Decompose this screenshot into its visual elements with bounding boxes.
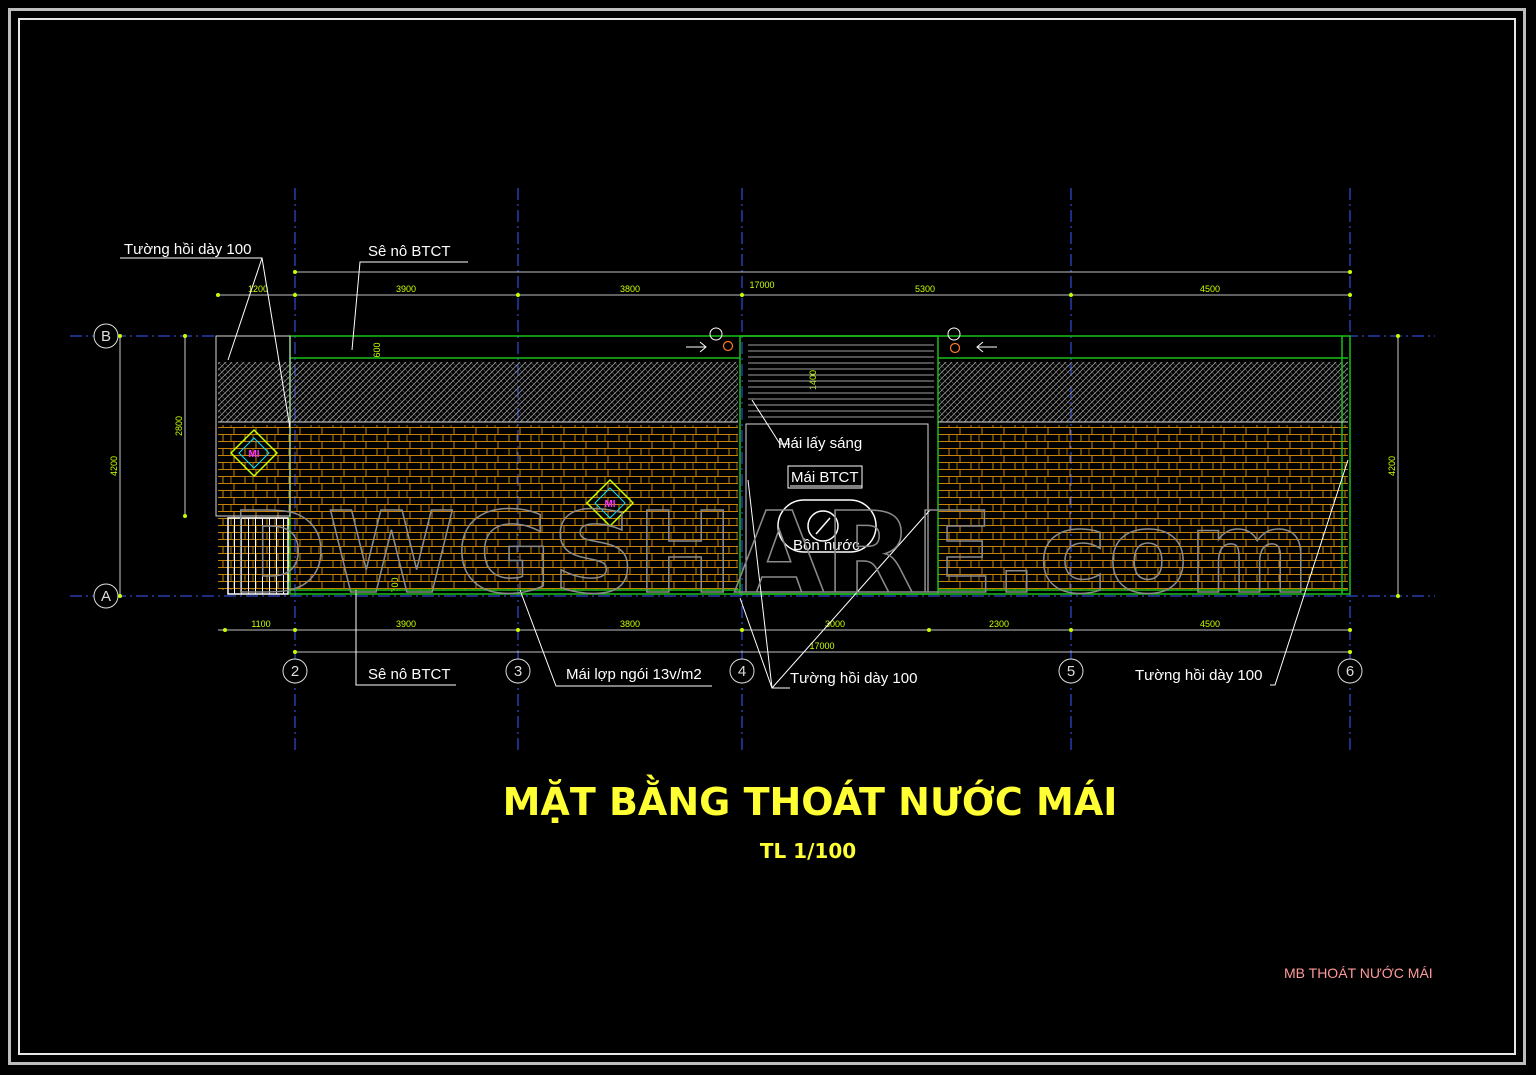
axis-bubble-b: B <box>93 323 119 349</box>
drain-marker-label: MI <box>248 449 259 460</box>
axis-label-b: B <box>101 328 111 345</box>
stair <box>227 517 289 595</box>
dim-gutter-top: 600 <box>372 342 382 357</box>
dimension-ticks <box>118 270 1400 654</box>
drawing-frame-inner <box>18 18 1516 1055</box>
axis-label-5: 5 <box>1067 663 1075 680</box>
dim-left-outer: 4200 <box>109 456 119 476</box>
dim-right: 4200 <box>1387 456 1397 476</box>
dim-top-total: 17000 <box>749 280 774 290</box>
downpipe-left <box>686 327 734 353</box>
label-gutter-bottom: Sê nô BTCT <box>368 666 451 683</box>
axis-label-a: A <box>101 588 111 605</box>
dim-top-2: 3900 <box>396 284 416 294</box>
dim-left-inner: 2800 <box>174 416 184 436</box>
drain-marker-left: MI <box>229 428 279 478</box>
label-gable-wall-top-left: Tường hồi dày 100 <box>124 241 251 258</box>
axis-bubble-5: 5 <box>1058 658 1084 684</box>
label-gutter-top: Sê nô BTCT <box>368 243 451 260</box>
axis-bubble-a: A <box>93 583 119 609</box>
drawing-frame-outer <box>8 8 1526 1065</box>
roof-right <box>938 362 1348 590</box>
drawing-scale: TL 1/100 <box>760 839 856 863</box>
axis-bubble-2: 2 <box>282 658 308 684</box>
water-tank <box>777 499 877 553</box>
sheet-name: MB THOÁT NƯỚC MÁI <box>1284 965 1433 981</box>
axis-label-6: 6 <box>1346 663 1354 680</box>
downpipe-right <box>947 327 997 354</box>
dim-top-4: 5300 <box>915 284 935 294</box>
dim-bottom-3: 3800 <box>620 619 640 629</box>
dim-bottom-1: 1100 <box>251 619 270 629</box>
dim-top-5: 4500 <box>1200 284 1220 294</box>
dim-top-3: 3800 <box>620 284 640 294</box>
skylight-roof <box>748 342 934 420</box>
label-water-tank: Bồn nước <box>793 537 860 554</box>
dim-bottom-2: 3900 <box>396 619 416 629</box>
axis-label-4: 4 <box>738 663 746 680</box>
axis-bubble-6: 6 <box>1337 658 1363 684</box>
dimension-lines <box>119 271 1399 653</box>
axis-bubble-4: 4 <box>729 658 755 684</box>
roof-outlines <box>289 335 1351 595</box>
dim-bottom-total: 17000 <box>809 641 834 651</box>
axis-bubble-3: 3 <box>505 658 531 684</box>
drawing-title: MẶT BẰNG THOÁT NƯỚC MÁI <box>503 775 1118 824</box>
label-gable-wall-mid: Tường hồi dày 100 <box>790 670 917 687</box>
dim-bottom-4: 3000 <box>825 619 845 629</box>
label-tile-roof: Mái lợp ngói 13v/m2 <box>566 666 702 683</box>
dim-top-1: 1200 <box>248 284 268 294</box>
dim-bottom-6: 4500 <box>1200 619 1220 629</box>
dim-bottom-5: 2300 <box>989 619 1009 629</box>
concrete-roof-tag <box>787 465 863 489</box>
watermark: DWGSHARE.com <box>230 489 1310 619</box>
drain-marker-label: MI <box>604 499 615 510</box>
axis-label-2: 2 <box>291 663 299 680</box>
label-gable-wall-right: Tường hồi dày 100 <box>1135 667 1262 684</box>
roof-left <box>218 362 738 590</box>
label-concrete-roof: Mái BTCT <box>791 469 859 486</box>
leader-lines <box>120 257 1349 689</box>
axis-label-3: 3 <box>514 663 522 680</box>
label-skylight-roof: Mái lấy sáng <box>778 435 862 452</box>
roof-edges <box>215 335 1348 593</box>
drain-marker-mid: MI <box>585 478 635 528</box>
